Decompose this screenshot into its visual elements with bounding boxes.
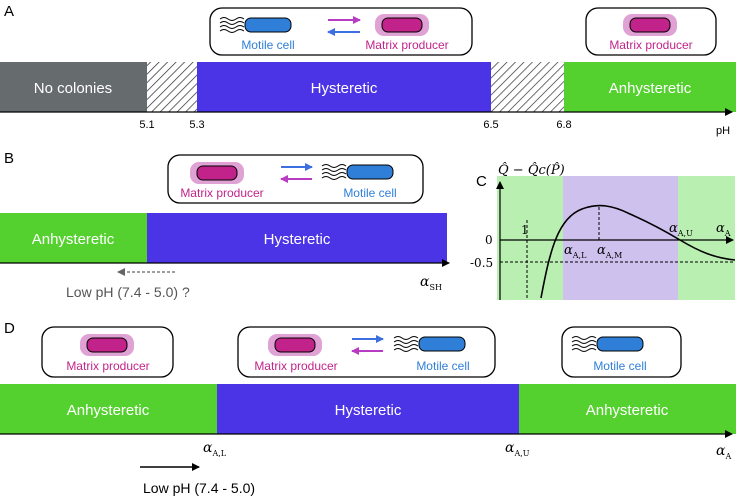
panel-d-mid-matrix-label: Matrix producer: [254, 359, 337, 373]
panel-a-motile-label: Motile cell: [241, 38, 294, 52]
segment-anhysteretic: [564, 62, 736, 112]
tick-alpha-L: αA,L: [203, 440, 227, 458]
segment-anhysteretic: [0, 213, 147, 263]
flagella-icon: [393, 336, 419, 352]
inset-curve: [540, 204, 735, 299]
segment-anhysteretic-left: [0, 384, 217, 434]
label-anhysteretic: Anhysteretic: [32, 231, 115, 248]
flagella-icon: [321, 164, 347, 180]
inset-y-label: Q̂ − Q̂c(P̂): [498, 162, 565, 178]
axis-label-alpha-a: αA: [716, 443, 731, 461]
tick-6-5: 6.5: [483, 119, 498, 131]
panel-b-low-ph-note: Low pH (7.4 - 5.0) ?: [66, 284, 190, 300]
segment-hysteretic: [147, 213, 447, 263]
panel-d-low-ph-note: Low pH (7.4 - 5.0): [143, 480, 255, 496]
segment-hatched-left: [147, 62, 197, 112]
inset-label-M: αA,M: [597, 243, 622, 260]
tick-6-8: 6.8: [556, 119, 571, 131]
label-anhysteretic-right: Anhysteretic: [586, 402, 669, 419]
inset-green-right: [678, 176, 735, 300]
inset-tick-neg: -0.5: [470, 256, 493, 270]
matrix-producer-icon: [86, 337, 128, 353]
label-anhysteretic-left: Anhysteretic: [67, 402, 150, 419]
matrix-producer-icon: [629, 17, 671, 33]
panel-a-letter: A: [4, 3, 14, 20]
flagella-icon: [571, 336, 597, 352]
segment-no-colonies: [0, 62, 147, 112]
segment-anhysteretic-right: [519, 384, 736, 434]
tick-5-1: 5.1: [139, 119, 154, 131]
motile-cell-icon: [244, 17, 292, 33]
tick-alpha-U: αA,U: [505, 440, 530, 458]
matrix-producer-icon: [381, 17, 423, 33]
tick-5-3: 5.3: [189, 119, 204, 131]
inset-label-L: αA,L: [564, 243, 587, 260]
label-no-colonies: No colonies: [34, 80, 112, 97]
matrix-producer-icon: [196, 165, 238, 181]
inset-green-left: [497, 176, 563, 300]
panel-d-right-motile-label: Motile cell: [593, 359, 646, 373]
inset-x-label: αA: [716, 221, 731, 238]
panel-d-letter: D: [4, 320, 15, 337]
panel-d-motile-box: [561, 326, 682, 378]
segment-hysteretic: [197, 62, 491, 112]
matrix-producer-icon: [274, 337, 316, 353]
panel-a-single-matrix-label: Matrix producer: [609, 38, 692, 52]
axis-label-ph: pH: [716, 125, 730, 137]
axis-label-alpha-sh: αSH: [420, 274, 442, 292]
motile-cell-icon: [596, 336, 644, 352]
label-hysteretic: Hysteretic: [335, 402, 402, 419]
label-hysteretic: Hysteretic: [311, 80, 378, 97]
flagella-icon: [219, 17, 245, 33]
panel-a-matrix-label: Matrix producer: [365, 38, 448, 52]
inset-tick-1: 1: [521, 223, 529, 237]
panel-b-motile-label: Motile cell: [343, 186, 396, 200]
motile-cell-icon: [346, 164, 394, 180]
motile-cell-icon: [418, 336, 466, 352]
label-anhysteretic: Anhysteretic: [609, 80, 692, 97]
panel-d-left-matrix-label: Matrix producer: [66, 359, 149, 373]
inset-purple-mid: [563, 176, 678, 300]
inset-plot: [497, 176, 735, 300]
segment-hatched-right: [491, 62, 564, 112]
panel-c-letter: C: [476, 173, 487, 190]
label-hysteretic: Hysteretic: [264, 231, 331, 248]
segment-hysteretic: [217, 384, 519, 434]
inset-label-U: αA,U: [669, 221, 693, 238]
panel-d-mid-motile-label: Motile cell: [416, 359, 469, 373]
panel-b-letter: B: [4, 150, 14, 167]
panel-b-matrix-label: Matrix producer: [180, 186, 263, 200]
inset-tick-0: 0: [485, 233, 493, 247]
